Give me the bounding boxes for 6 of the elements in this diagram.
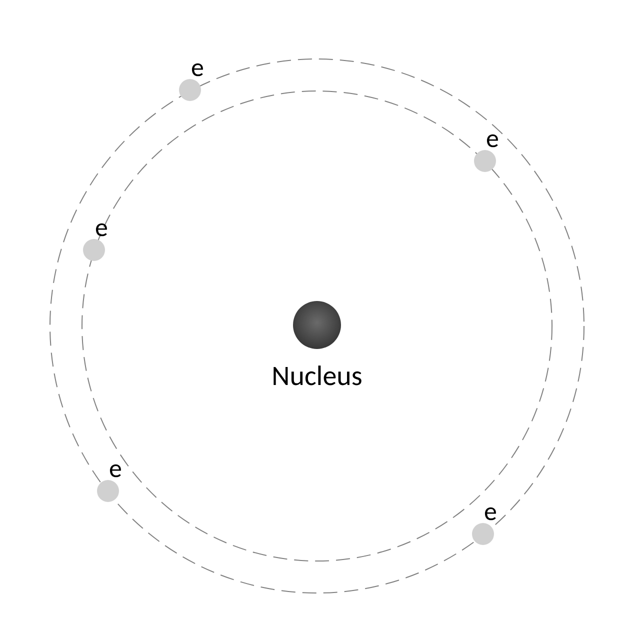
nucleus-label: Nucleus [272,359,362,393]
electron-label: e [109,453,122,483]
electron-label: e [486,123,499,153]
electron-label: e [484,496,497,526]
electron-label: e [95,212,108,242]
electron-label: e [191,52,204,82]
